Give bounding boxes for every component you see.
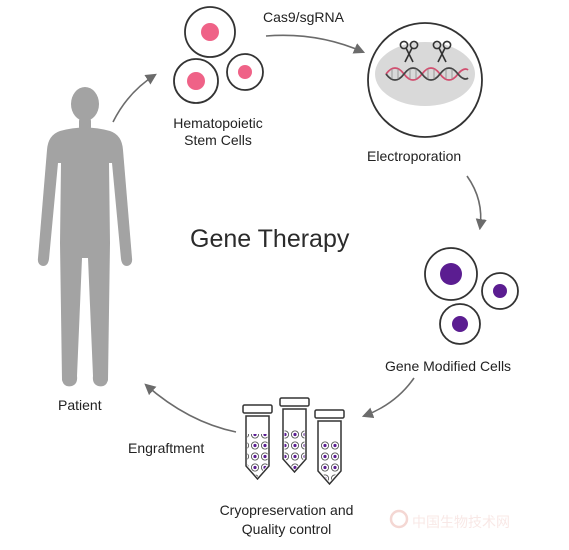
arrow-cryo-to-patient xyxy=(144,383,237,433)
test-tube-icon xyxy=(242,397,345,486)
arrow-patient-to-stem-cells xyxy=(112,73,157,123)
electroporation-label: Electroporation xyxy=(367,148,462,164)
stem-cells-label-line2: Stem Cells xyxy=(184,132,252,148)
modified-cell xyxy=(439,303,481,345)
cryo-label-line2: Quality control xyxy=(241,521,332,537)
test-tube xyxy=(279,397,310,474)
diagram-title: Gene Therapy xyxy=(190,225,350,253)
patient-label: Patient xyxy=(58,397,102,413)
arrow-electroporation-to-modified xyxy=(466,175,487,231)
arrow-modified-to-cryo xyxy=(361,377,415,419)
human-silhouette-icon xyxy=(37,87,133,387)
stem-cell xyxy=(173,58,219,104)
test-tube xyxy=(314,409,345,486)
stem-cells-icon xyxy=(173,6,264,104)
scissors-icon xyxy=(399,40,419,63)
modified-cell xyxy=(481,272,519,310)
modified-cells-icon xyxy=(424,247,519,345)
reagent-label: Cas9/sgRNA xyxy=(263,9,344,25)
modified-cells-label: Gene Modified Cells xyxy=(385,358,512,374)
cryo-label-line1: Cryopreservation and xyxy=(219,502,354,518)
stem-cell xyxy=(226,53,264,91)
engraftment-label: Engraftment xyxy=(128,440,205,456)
watermark: 中国生物技术网 xyxy=(412,514,510,530)
dna-helix-icon xyxy=(385,67,469,81)
stem-cell xyxy=(184,6,236,58)
stem-cells-label-line1: Hematopoietic xyxy=(173,115,263,131)
scissors-icon xyxy=(432,40,452,63)
test-tube xyxy=(242,404,273,481)
dna-scissors-dish-icon xyxy=(367,22,483,138)
watermark-logo xyxy=(389,509,409,529)
arrow-stem-cells-to-electroporation xyxy=(265,34,366,54)
modified-cell xyxy=(424,247,478,301)
